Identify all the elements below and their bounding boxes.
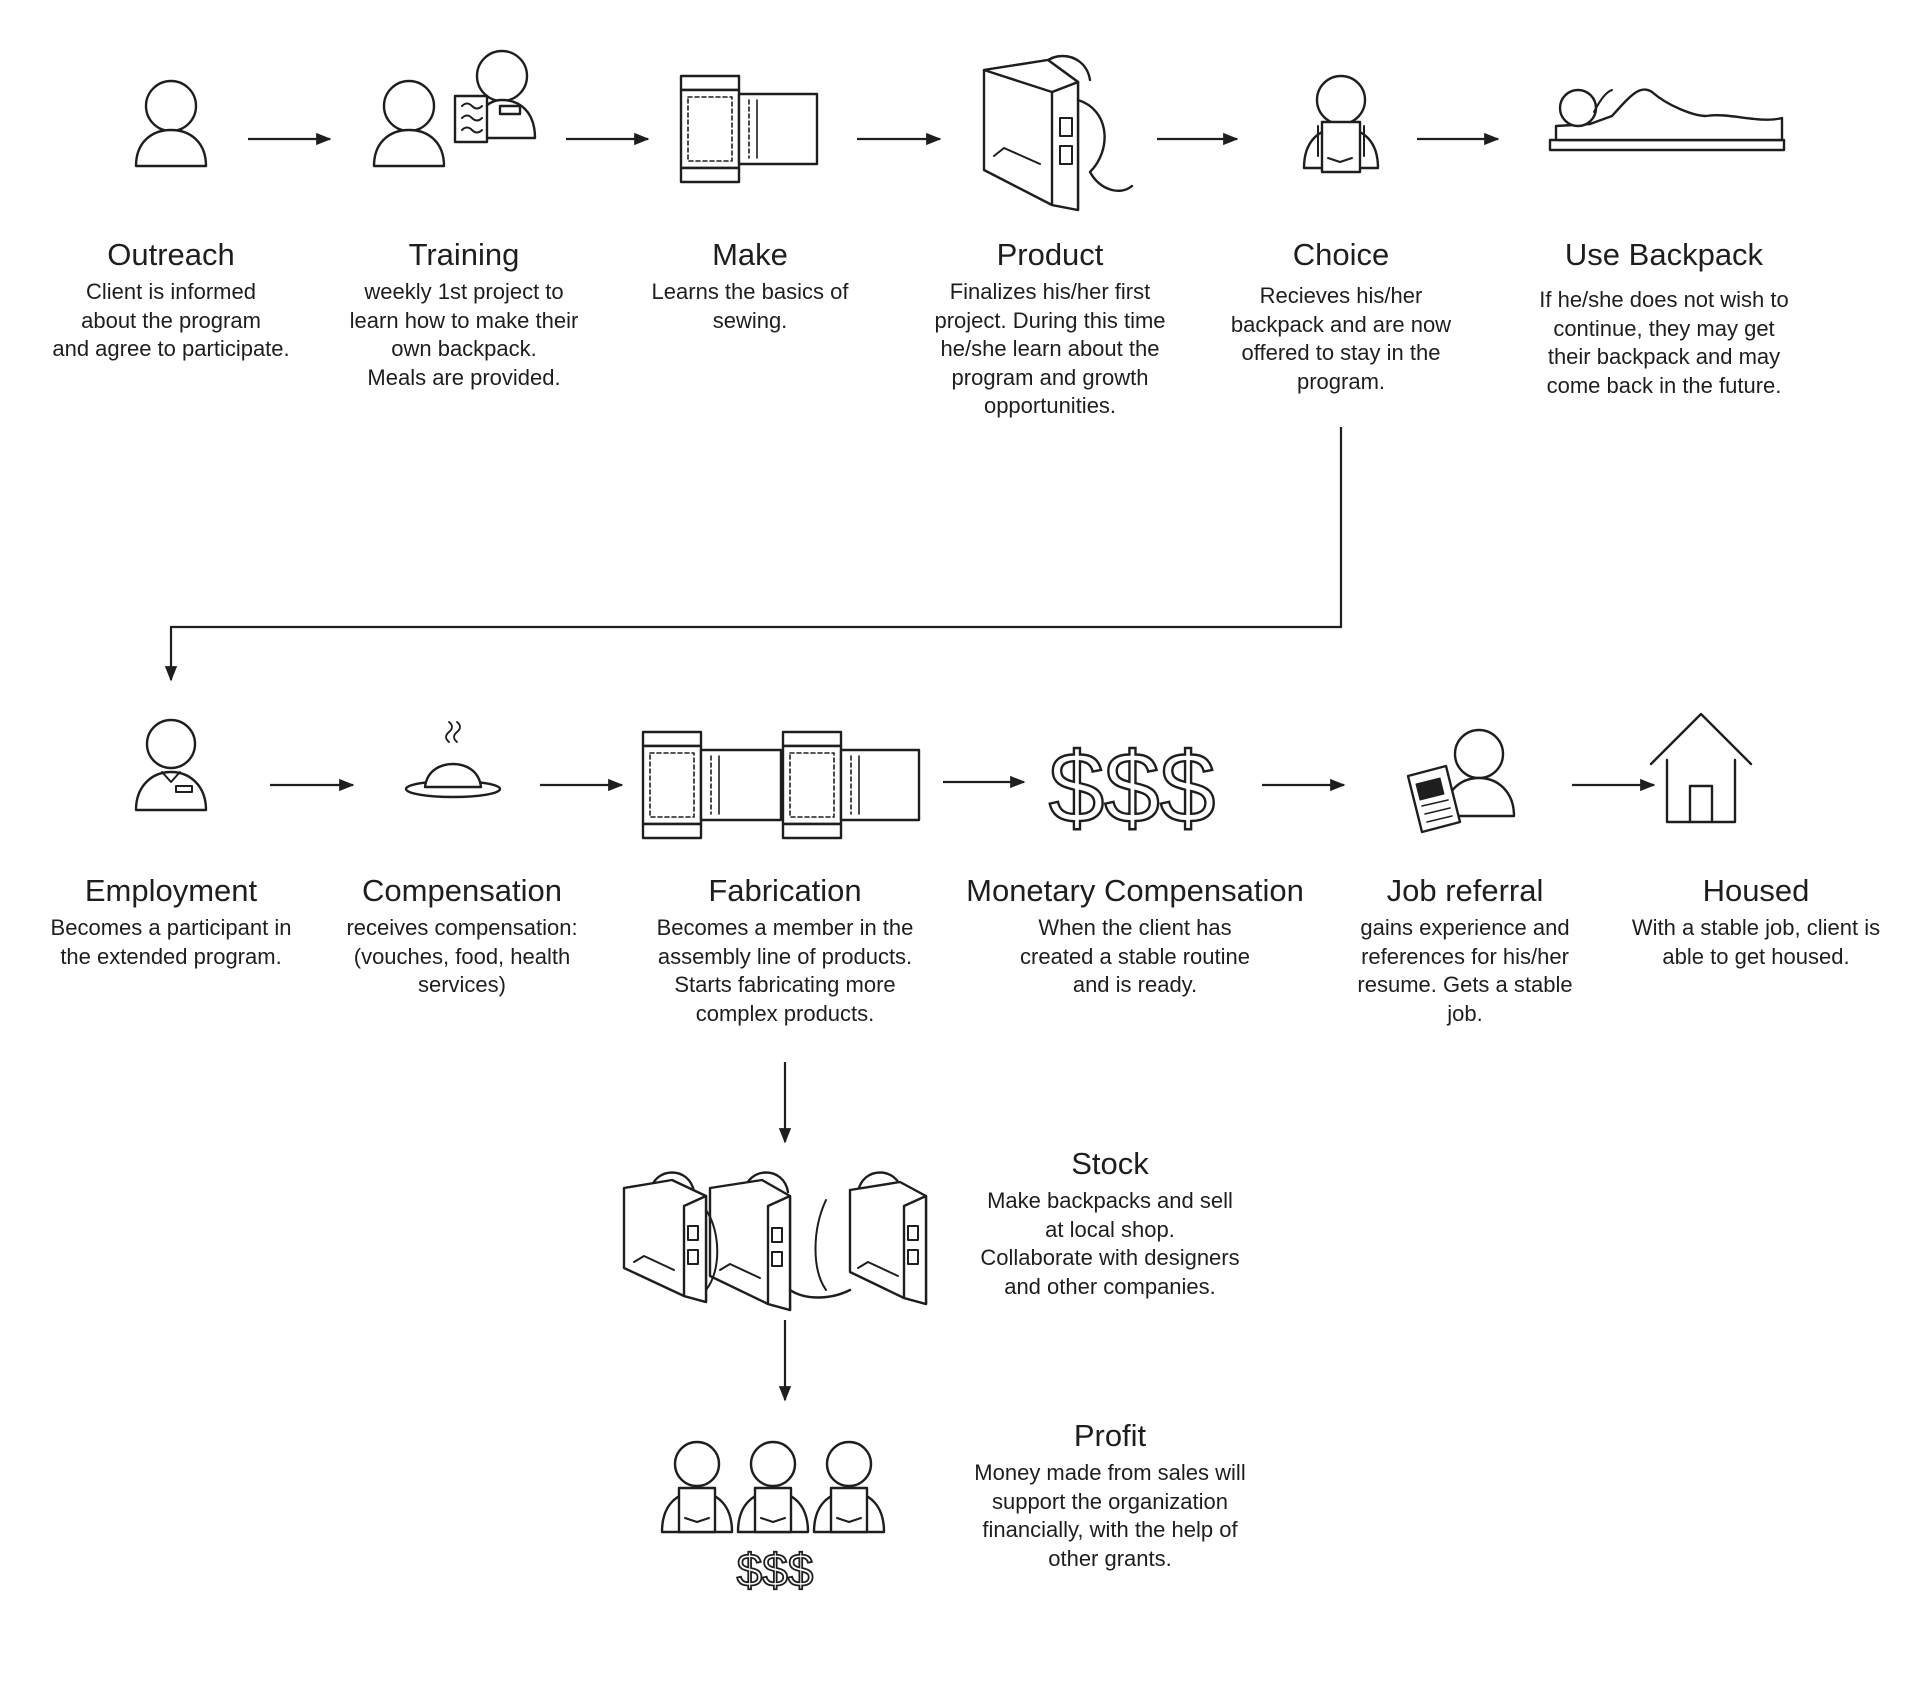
step-title: Training bbox=[408, 237, 520, 272]
step-compensation: Compensation receives compensation: (vou… bbox=[322, 872, 602, 1000]
step-title: Product bbox=[996, 237, 1104, 272]
meal-plate-icon bbox=[404, 721, 502, 799]
step-title: Use Backpack bbox=[1564, 237, 1764, 272]
dollar-signs-icon: $$$ bbox=[1049, 732, 1216, 844]
three-backpacks-icon bbox=[622, 1171, 928, 1312]
step-description: gains experience and references for his/… bbox=[1357, 915, 1573, 1026]
step-title: Profit bbox=[1073, 1418, 1147, 1453]
backpack-icon bbox=[982, 54, 1134, 212]
step-title: Outreach bbox=[107, 237, 235, 272]
step-description: With a stable job, client is able to get… bbox=[1631, 915, 1881, 969]
step-outreach: Outreach Client is informed about the pr… bbox=[36, 236, 306, 364]
step-title: Make bbox=[712, 237, 788, 272]
step-description: Money made from sales will support the o… bbox=[974, 1460, 1246, 1571]
step-fabrication: Fabrication Becomes a member in the asse… bbox=[640, 872, 930, 1028]
step-description: Client is informed about the program and… bbox=[52, 279, 290, 361]
person-icon bbox=[134, 79, 208, 168]
trainer-with-clipboard-icon bbox=[372, 49, 537, 168]
step-title: Job referral bbox=[1386, 873, 1544, 908]
step-product: Product Finalizes his/her first project.… bbox=[910, 236, 1190, 421]
step-profit: Profit Money made from sales will suppor… bbox=[955, 1417, 1265, 1573]
step-training: Training weekly 1st project to learn how… bbox=[324, 236, 604, 392]
step-description: receives compensation: (vouches, food, h… bbox=[346, 915, 578, 997]
step-description: Learns the basics of sewing. bbox=[651, 279, 849, 333]
step-description: weekly 1st project to learn how to make … bbox=[349, 279, 579, 390]
step-title: Employment bbox=[84, 873, 258, 908]
step-description: Becomes a participant in the extended pr… bbox=[50, 915, 292, 969]
step-description: Finalizes his/her first project. During … bbox=[934, 279, 1166, 418]
profit-dollar-signs: $$$ bbox=[737, 1544, 814, 1596]
three-people-with-money-icon bbox=[660, 1440, 886, 1534]
step-description: Recieves his/her backpack and are now of… bbox=[1230, 283, 1452, 394]
step-description: If he/she does not wish to continue, the… bbox=[1539, 287, 1789, 398]
step-description: Becomes a member in the assembly line of… bbox=[656, 915, 914, 1026]
step-choice: Choice Recieves his/her backpack and are… bbox=[1206, 236, 1476, 396]
step-make: Make Learns the basics of sewing. bbox=[620, 236, 880, 335]
double-fabric-pattern-icon bbox=[641, 730, 921, 840]
step-description: Make backpacks and sell at local shop. C… bbox=[980, 1188, 1240, 1299]
step-title: Choice bbox=[1292, 237, 1390, 272]
employee-icon bbox=[134, 718, 208, 812]
step-stock: Stock Make backpacks and sell at local s… bbox=[960, 1145, 1260, 1301]
step-title: Stock bbox=[1071, 1146, 1149, 1181]
step-title: Fabrication bbox=[708, 873, 862, 908]
step-description: When the client has created a stable rou… bbox=[1020, 915, 1250, 997]
step-use-backpack: Use Backpack If he/she does not wish to … bbox=[1514, 236, 1814, 400]
house-icon bbox=[1649, 712, 1753, 824]
person-sleeping-icon bbox=[1548, 88, 1786, 152]
step-employment: Employment Becomes a participant in the … bbox=[36, 872, 306, 971]
person-holding-backpack-icon bbox=[1302, 74, 1380, 174]
step-housed: Housed With a stable job, client is able… bbox=[1606, 872, 1906, 971]
step-monetary-compensation: Monetary Compensation When the client ha… bbox=[960, 872, 1310, 1000]
step-job-referral: Job referral gains experience and refere… bbox=[1330, 872, 1600, 1028]
step-title: Compensation bbox=[362, 873, 562, 908]
step-title: Monetary Compensation bbox=[966, 873, 1304, 908]
step-title: Housed bbox=[1702, 873, 1810, 908]
arrow-choice-employment bbox=[164, 427, 1343, 682]
fabric-pattern-icon bbox=[679, 74, 819, 184]
person-with-newspaper-icon bbox=[1406, 728, 1516, 834]
